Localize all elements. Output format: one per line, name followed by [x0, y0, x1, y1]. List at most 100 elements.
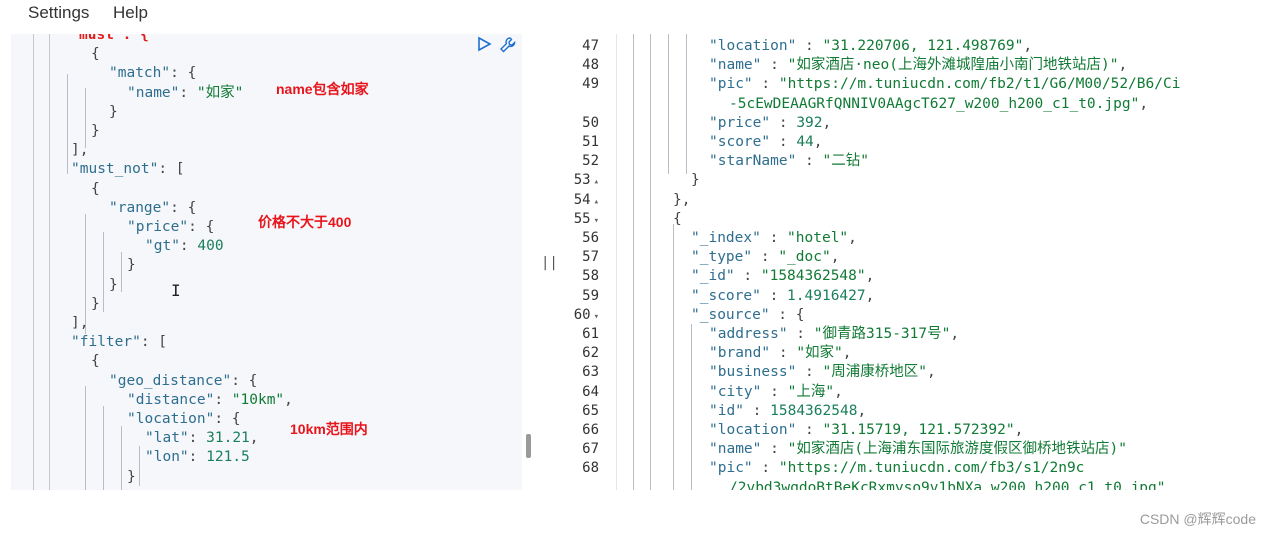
- line-number: 51: [582, 134, 599, 150]
- response-line: "id" : 1584362548,: [709, 402, 867, 419]
- indent-guide: [673, 224, 674, 490]
- response-line: "starName" : "二钻": [709, 153, 869, 170]
- panel-splitter[interactable]: ||: [541, 255, 558, 271]
- indent-guide: [121, 426, 122, 490]
- code-line: "price": {: [127, 219, 215, 235]
- code-line: "must_not": [: [71, 161, 185, 178]
- indent-guide: [121, 252, 122, 292]
- wrench-icon[interactable]: [499, 36, 517, 54]
- fold-toggle-icon[interactable]: ▾: [593, 311, 599, 322]
- line-number: 56: [582, 230, 599, 246]
- code-line: "lat": 31.21,: [145, 430, 259, 447]
- response-line: }: [691, 172, 700, 189]
- response-line: "location" : "31.220706, 121.498769",: [709, 38, 1033, 54]
- indent-rail: [33, 34, 34, 490]
- request-editor[interactable]: must : {{"match": {"name": "如家"}}],"must…: [11, 34, 522, 490]
- code-line: }: [91, 123, 100, 139]
- indent-guide: [650, 34, 651, 490]
- line-number: 65: [582, 402, 599, 419]
- response-line: -5cEwDEAAGRfQNNIV0AAgcT627_w200_h200_c1_…: [729, 95, 1149, 112]
- line-number: 47: [582, 38, 599, 54]
- code-line: "match": {: [109, 65, 197, 82]
- line-number: 49: [582, 76, 599, 93]
- code-line: must : {: [79, 34, 149, 43]
- response-line: "_index" : "hotel",: [691, 230, 857, 246]
- response-line: "city" : "上海",: [709, 383, 843, 400]
- watermark: CSDN @辉辉code: [1139, 511, 1256, 527]
- code-line: {: [91, 353, 100, 370]
- line-number: 55▾: [573, 210, 599, 227]
- line-number: 60▾: [573, 306, 599, 323]
- annotation-geo-distance: 10km范围内: [290, 421, 368, 437]
- indent-guide: [691, 324, 692, 490]
- line-number: 61: [582, 326, 599, 342]
- annotation-name-match: name包含如家: [276, 81, 369, 97]
- indent-guide: [139, 446, 140, 486]
- text-cursor-icon: I: [171, 281, 181, 300]
- response-line: "address" : "御青路315-317号",: [709, 326, 960, 342]
- indent-guide: [103, 406, 104, 490]
- code-line: {: [91, 180, 100, 197]
- play-icon[interactable]: [476, 36, 494, 54]
- line-number: 68: [582, 460, 599, 477]
- code-line: "filter": [: [71, 334, 168, 351]
- line-number: 64: [582, 383, 599, 400]
- indent-guide: [85, 386, 86, 490]
- line-number: 54▴: [573, 191, 599, 208]
- response-line: "score" : 44,: [709, 134, 823, 150]
- code-line: "location": {: [127, 411, 241, 427]
- line-number: 59: [582, 287, 599, 304]
- response-line: "brand" : "如家",: [709, 345, 852, 362]
- line-number: 63: [582, 364, 599, 381]
- indent-guide: [85, 88, 86, 148]
- line-number: 48: [582, 57, 599, 74]
- response-line: /2vbd3wqdoBtBeKcRxmyso9v1bNXa_w200_h200_…: [729, 479, 1166, 490]
- code-line: {: [91, 46, 100, 63]
- code-line: ],: [71, 142, 89, 159]
- indent-rail: [49, 34, 50, 490]
- code-line: }: [127, 468, 136, 485]
- annotation-price-range: 价格不大于400: [258, 214, 352, 230]
- fold-toggle-icon[interactable]: ▾: [593, 215, 599, 226]
- fold-toggle-icon[interactable]: ▴: [593, 196, 599, 207]
- response-line: "_id" : "1584362548",: [691, 268, 875, 285]
- code-line: }: [91, 295, 100, 312]
- response-line: "pic" : "https://m.tuniucdn.com/fb2/t1/G…: [709, 76, 1181, 93]
- scrollbar-thumb[interactable]: [526, 434, 531, 458]
- menu-help[interactable]: Help: [113, 3, 148, 22]
- indent-guide: [668, 34, 669, 174]
- code-line: ],: [71, 315, 89, 331]
- gutter-divider: [616, 34, 617, 490]
- code-line: "gt": 400: [145, 238, 224, 255]
- code-line: }: [109, 103, 118, 120]
- code-line: }: [109, 276, 118, 293]
- indent-guide: [85, 214, 86, 334]
- response-line: "location" : "31.15719, 121.572392",: [709, 422, 1024, 438]
- menu-settings[interactable]: Settings: [28, 3, 90, 22]
- response-line: "business" : "周浦康桥地区",: [709, 364, 936, 381]
- indent-guide: [686, 34, 687, 174]
- response-line: "name" : "如家酒店(上海浦东国际旅游度假区御桥地铁站店)": [709, 441, 1128, 458]
- code-line: "geo_distance": {: [109, 372, 258, 389]
- line-number: 58: [582, 268, 599, 285]
- line-number: 53▴: [573, 172, 599, 189]
- response-line: {: [673, 210, 682, 227]
- response-line: "_source" : {: [691, 306, 805, 323]
- line-number: 57: [582, 249, 599, 266]
- line-number: 67: [582, 441, 599, 458]
- indent-guide: [67, 74, 68, 174]
- line-number: 52: [582, 153, 599, 170]
- response-line: "_score" : 1.4916427,: [691, 287, 875, 304]
- code-line: "range": {: [109, 199, 197, 216]
- code-line: }: [127, 257, 136, 274]
- response-line: "_type" : "_doc",: [691, 249, 840, 266]
- indent-guide: [633, 34, 634, 490]
- response-line: },: [673, 191, 691, 208]
- response-line: "name" : "如家酒店·neo(上海外滩城隍庙小南门地铁站店)",: [709, 57, 1128, 74]
- code-line: "distance": "10km",: [127, 391, 293, 408]
- fold-toggle-icon[interactable]: ▴: [593, 177, 599, 188]
- indent-guide: [103, 232, 104, 312]
- line-number: 62: [582, 345, 599, 362]
